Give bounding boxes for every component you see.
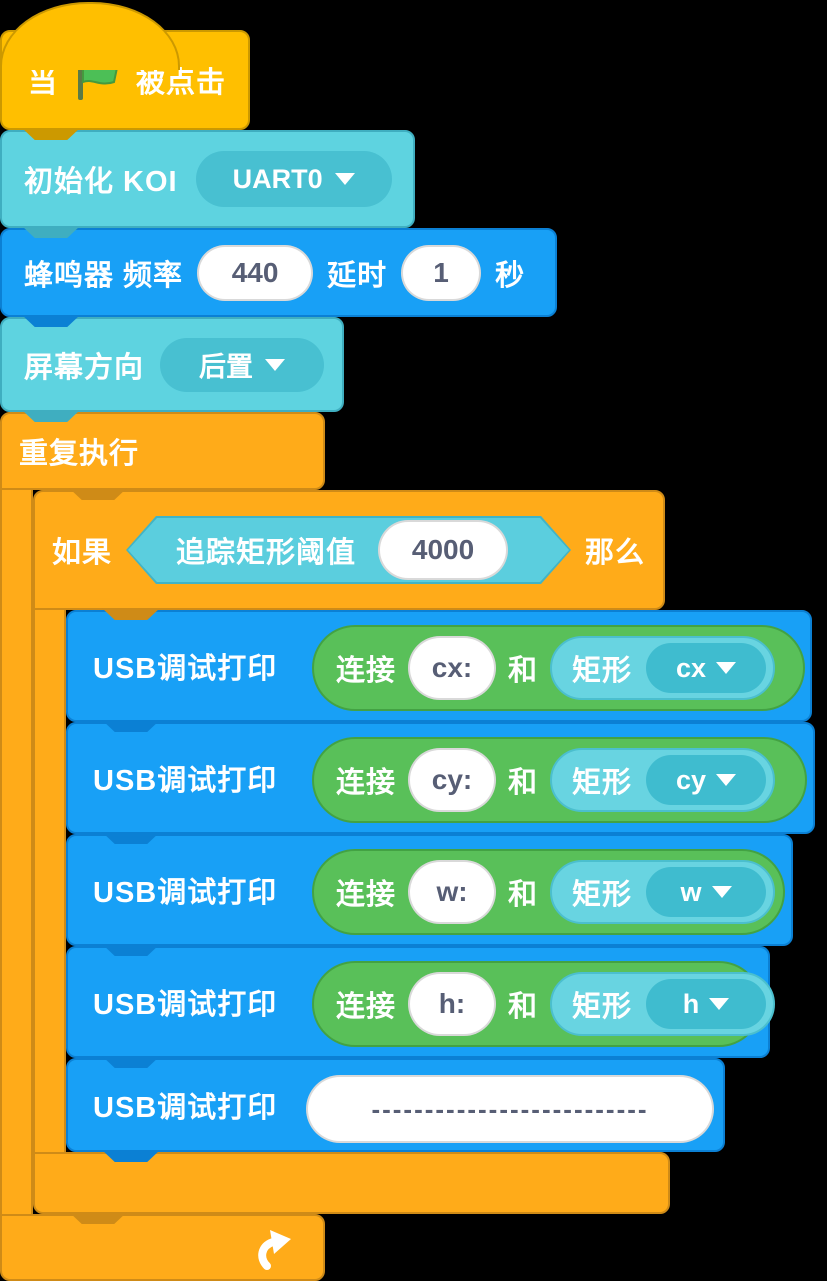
buzzer-block[interactable]: 蜂鸣器 频率 440 延时 1 秒: [0, 228, 557, 317]
rect-reporter-block[interactable]: 矩形 cy: [550, 748, 776, 812]
chevron-down-icon: [716, 662, 737, 674]
hat-dome: [0, 2, 180, 70]
usb-print-label: USB调试打印: [93, 765, 278, 797]
unit-label: 秒: [495, 259, 526, 292]
usb-print-label: USB调试打印: [93, 989, 278, 1021]
chevron-down-icon: [709, 998, 730, 1010]
separator-text-input[interactable]: --------------------------: [306, 1075, 714, 1143]
rect-field-dropdown[interactable]: cy: [646, 755, 767, 805]
and-label: 和: [508, 991, 539, 1023]
join-operator-block[interactable]: 连接 h: 和 矩形 h: [312, 961, 776, 1047]
join-text-value: h:: [438, 988, 466, 1019]
hat-prefix-label: 当: [28, 67, 59, 99]
join-label: 连接: [336, 991, 397, 1023]
rect-reporter-block[interactable]: 矩形 h: [550, 972, 776, 1036]
then-label: 那么: [585, 537, 646, 569]
threshold-value: 4000: [411, 534, 475, 565]
rect-field-dropdown[interactable]: w: [646, 867, 767, 917]
join-text-input[interactable]: h:: [408, 972, 497, 1036]
join-text-input[interactable]: cy:: [408, 748, 497, 812]
repeat-forever-spine: [0, 480, 33, 1220]
delay-input[interactable]: 1: [401, 244, 482, 301]
usb-print-block-w[interactable]: USB调试打印 连接 w: 和 矩形 w: [66, 834, 793, 946]
delay-label: 延时: [327, 259, 388, 292]
rect-reporter-block[interactable]: 矩形 w: [550, 860, 776, 924]
join-label: 连接: [336, 879, 397, 911]
threshold-input[interactable]: 4000: [378, 520, 508, 580]
loop-arrow-icon: [258, 1230, 291, 1270]
direction-dropdown[interactable]: 后置: [160, 337, 325, 392]
direction-dropdown-value: 后置: [199, 352, 254, 382]
rect-field-dropdown[interactable]: h: [646, 979, 767, 1029]
rect-reporter-label: 矩形: [572, 655, 633, 687]
uart-dropdown[interactable]: UART0: [195, 151, 392, 207]
chevron-down-icon: [334, 173, 355, 185]
if-then-block-arm[interactable]: [33, 1152, 670, 1214]
usb-print-block-separator[interactable]: USB调试打印 --------------------------: [66, 1058, 725, 1152]
delay-value: 1: [433, 256, 449, 288]
if-then-spine: [33, 600, 66, 1160]
if-then-block-head[interactable]: 如果 追踪矩形阈值 4000 那么: [33, 490, 665, 610]
if-label: 如果: [52, 537, 113, 569]
frequency-value: 440: [231, 256, 279, 288]
join-operator-block[interactable]: 连接 w: 和 矩形 w: [312, 849, 785, 935]
join-operator-block[interactable]: 连接 cx: 和 矩形 cx: [312, 625, 805, 711]
frequency-input[interactable]: 440: [197, 244, 314, 301]
chevron-down-icon: [716, 774, 737, 786]
usb-print-block-h[interactable]: USB调试打印 连接 h: 和 矩形 h: [66, 946, 776, 1058]
uart-dropdown-value: UART0: [232, 163, 323, 194]
rect-field-dropdown[interactable]: cx: [646, 643, 767, 693]
screen-direction-block[interactable]: 屏幕方向 后置: [0, 317, 344, 412]
join-text-value: cx:: [431, 652, 473, 683]
usb-print-label: USB调试打印: [93, 653, 278, 685]
hat-suffix-label: 被点击: [136, 67, 227, 99]
chevron-down-icon: [265, 358, 286, 371]
init-koi-block[interactable]: 初始化 KOI UART0: [0, 130, 415, 228]
and-label: 和: [508, 767, 539, 799]
and-label: 和: [508, 879, 539, 911]
rect-reporter-label: 矩形: [572, 879, 633, 911]
usb-print-label: USB调试打印: [93, 877, 278, 909]
and-label: 和: [508, 655, 539, 687]
tracking-threshold-condition[interactable]: 追踪矩形阈值 4000: [126, 516, 571, 584]
init-koi-label: 初始化 KOI: [24, 166, 178, 198]
rect-reporter-label: 矩形: [572, 767, 633, 799]
join-text-input[interactable]: cx:: [408, 636, 497, 700]
condition-label: 追踪矩形阈值: [176, 537, 357, 569]
rect-reporter-label: 矩形: [572, 991, 633, 1023]
join-text-value: cy:: [431, 764, 473, 795]
usb-print-block-cy[interactable]: USB调试打印 连接 cy: 和 矩形 cy: [66, 722, 815, 834]
chevron-down-icon: [711, 886, 732, 898]
rect-reporter-block[interactable]: 矩形 cx: [550, 636, 776, 700]
rect-field-value: h: [682, 988, 700, 1019]
buzzer-label: 蜂鸣器 频率: [24, 259, 184, 292]
usb-print-label: USB调试打印: [93, 1092, 278, 1124]
join-operator-block[interactable]: 连接 cy: 和 矩形 cy: [312, 737, 807, 823]
join-label: 连接: [336, 767, 397, 799]
rect-field-value: cy: [676, 764, 707, 795]
rect-field-value: w: [680, 876, 702, 907]
rect-field-value: cx: [676, 652, 707, 683]
repeat-label: 重复执行: [19, 438, 140, 470]
screen-direction-label: 屏幕方向: [24, 351, 145, 384]
usb-print-block-cx[interactable]: USB调试打印 连接 cx: 和 矩形 cx: [66, 610, 812, 722]
repeat-forever-block-arm[interactable]: [0, 1214, 325, 1281]
join-text-input[interactable]: w:: [408, 860, 497, 924]
join-text-value: w:: [436, 876, 468, 907]
join-label: 连接: [336, 655, 397, 687]
repeat-forever-block-head[interactable]: 重复执行: [0, 412, 325, 490]
when-flag-clicked-block[interactable]: 当 被点击: [0, 2, 250, 130]
separator-text-value: --------------------------: [371, 1093, 649, 1124]
